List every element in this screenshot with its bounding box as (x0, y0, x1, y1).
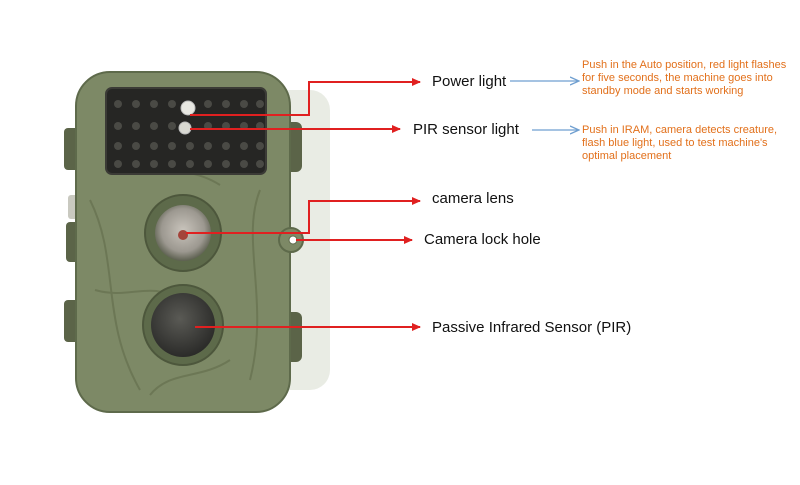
label-camera-lens: camera lens (432, 190, 514, 207)
label-camera-lock-hole: Camera lock hole (424, 231, 541, 248)
pir-sensor (151, 293, 215, 357)
ir-led-grid (114, 100, 264, 168)
pir-sensor-light-led (178, 121, 192, 135)
power-light-led (180, 100, 196, 116)
note-pir-sensor-light: Push in IRAM, camera detects creature, f… (582, 124, 778, 162)
camo-pattern (89, 169, 261, 396)
pointer-camera-lens (186, 197, 421, 234)
pointer-power-light (190, 78, 421, 116)
note-power-light: Push in the Auto position, red light fla… (582, 59, 787, 97)
camera-lock-hole (288, 235, 298, 245)
label-pir: Passive Infrared Sensor (PIR) (432, 319, 632, 336)
label-power-light: Power light (432, 73, 507, 90)
lens-center-dot (178, 230, 188, 240)
label-pir-sensor-light: PIR sensor light (413, 121, 519, 138)
